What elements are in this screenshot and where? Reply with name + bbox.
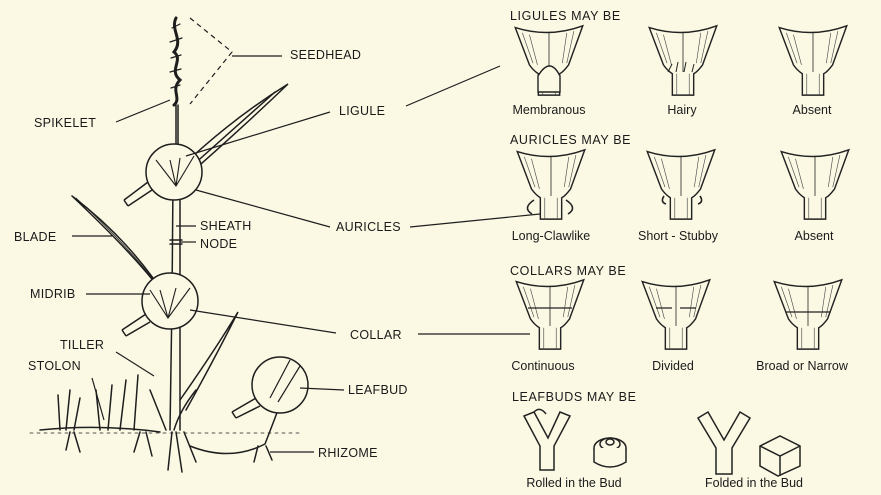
collar-broad-or-narrow-drawing [774,280,842,349]
label-leafbud: LEAFBUD [348,383,408,397]
ligule-membranous-drawing [515,26,583,95]
caption-collar-continuous: Continuous [484,359,602,373]
heading-ligules: LIGULES MAY BE [510,9,621,23]
seedhead-drawing [174,18,180,105]
caption-ligule-membranous: Membranous [490,103,608,117]
rhizome-drawing [190,410,278,454]
caption-collar-divided: Divided [614,359,732,373]
leafbud-rolled-drawing [524,409,626,470]
collar-detail-circle [122,273,198,336]
auricle-absent-drawing [781,150,849,219]
heading-auricles: AURICLES MAY BE [510,133,631,147]
leafbud-folded-drawing [698,412,800,476]
label-seedhead: SEEDHEAD [290,48,361,62]
caption-auricle-long-clawlike: Long-Clawlike [492,229,610,243]
caption-auricle-absent: Absent [755,229,873,243]
ligule-detail-circle [124,144,202,206]
label-node: NODE [200,237,237,251]
caption-ligule-absent: Absent [753,103,871,117]
caption-collar-broad-or-narrow: Broad or Narrow [738,359,866,373]
caption-ligule-hairy: Hairy [623,103,741,117]
caption-leafbud-rolled: Rolled in the Bud [508,476,640,490]
label-stolon: STOLON [28,359,81,373]
collar-divided-drawing [642,280,710,349]
label-auricles: AURICLES [336,220,401,234]
label-sheath: SHEATH [200,219,252,233]
label-tiller: TILLER [60,338,104,352]
label-spikelet: SPIKELET [34,116,96,130]
auricle-short-stubby-drawing [647,150,715,219]
caption-auricle-short-stubby: Short - Stubby [619,229,737,243]
label-ligule: LIGULE [339,104,385,118]
collar-continuous-drawing [516,280,584,349]
ligule-absent-drawing [779,26,847,95]
leafbud-detail-circle [232,357,308,418]
auricle-long-clawlike-drawing [517,150,585,219]
ligule-hairy-drawing [649,26,717,95]
label-blade: BLADE [14,230,57,244]
label-collar: COLLAR [350,328,402,342]
heading-leafbuds: LEAFBUDS MAY BE [512,390,637,404]
heading-collars: COLLARS MAY BE [510,264,626,278]
caption-leafbud-folded: Folded in the Bud [688,476,820,490]
label-midrib: MIDRIB [30,287,76,301]
label-rhizome: RHIZOME [318,446,378,460]
